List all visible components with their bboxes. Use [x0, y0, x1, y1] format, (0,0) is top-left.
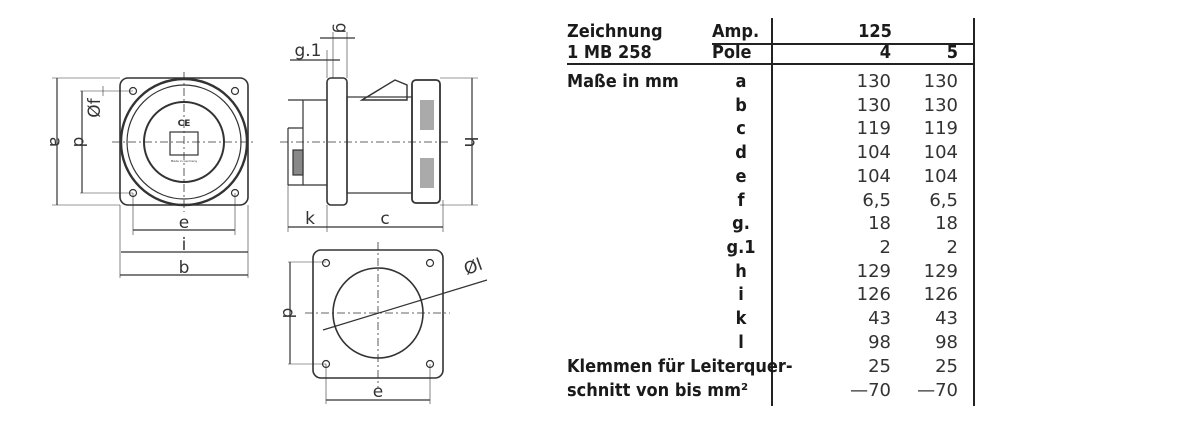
drawing-number: 1 MB 258: [567, 42, 652, 63]
dimension-key: l: [738, 331, 744, 353]
dim-label-f: Øf: [85, 97, 105, 117]
dimension-key: e: [735, 165, 747, 187]
dimension-key: g.1: [726, 236, 756, 258]
dimensions-label: Maße in mm: [567, 71, 679, 92]
value-5-pole: 130: [923, 94, 958, 116]
dim-label-b: b: [179, 258, 190, 278]
value-5-pole: 43: [935, 308, 958, 329]
value-4-pole: 2: [879, 236, 891, 258]
terminals-from-5: 25: [935, 356, 958, 377]
dim-label-d: d: [69, 137, 89, 148]
amp-value: 125: [858, 21, 892, 42]
value-5-pole: 119: [923, 118, 958, 140]
value-4-pole: 130: [856, 94, 891, 116]
dim-label-l: Øl: [461, 255, 485, 280]
dimension-key: a: [735, 71, 747, 92]
pole-5: 5: [946, 42, 958, 63]
dimension-key: h: [735, 260, 747, 282]
value-5-pole: 126: [923, 284, 958, 306]
value-4-pole: 119: [856, 118, 891, 140]
dim-label-d-cutout: d: [278, 308, 298, 319]
table-right-border: [973, 18, 975, 406]
terminals-from-4: 25: [868, 356, 891, 377]
dim-label-e: e: [179, 213, 189, 233]
terminals-label-2: schnitt von bis mm²: [567, 380, 749, 401]
value-5-pole: 2: [946, 236, 958, 258]
value-4-pole: 6,5: [862, 189, 891, 211]
terminals-to-4: —70: [850, 380, 891, 401]
value-4-pole: 130: [856, 71, 891, 92]
dimension-key: b: [735, 94, 747, 116]
dimension-key: i: [738, 284, 744, 306]
technical-drawing: a d Øf CE Made in Germany e i b g g.1 h …: [45, 23, 488, 404]
pole-label: Pole: [712, 42, 752, 63]
ce-mark: CE: [178, 119, 191, 129]
value-5-pole: 18: [935, 213, 958, 235]
front-view: a d Øf CE Made in Germany e i b: [45, 72, 256, 278]
dim-label-i: i: [182, 235, 187, 255]
cutout-view: d e Øl: [278, 242, 488, 404]
terminals-to-5: —70: [917, 380, 958, 401]
terminals-label-1: Klemmen für Leiterquer-: [567, 356, 793, 377]
value-5-pole: 129: [923, 260, 958, 282]
value-5-pole: 98: [935, 331, 958, 353]
value-5-pole: 6,5: [929, 189, 958, 211]
drawing-label: Zeichnung: [567, 21, 663, 42]
dim-label-g: g: [331, 23, 351, 34]
dimension-key: d: [735, 142, 747, 164]
made-in-label: Made in Germany: [171, 159, 198, 163]
value-4-pole: 98: [868, 331, 891, 353]
table-divider: [771, 18, 773, 406]
value-4-pole: 126: [856, 284, 891, 306]
amp-label: Amp.: [712, 21, 760, 42]
value-4-pole: 18: [868, 213, 891, 235]
value-4-pole: 104: [856, 142, 891, 164]
value-5-pole: 104: [923, 165, 958, 187]
value-4-pole: 104: [856, 165, 891, 187]
dim-label-g1: g.1: [294, 41, 321, 61]
value-5-pole: 130: [923, 71, 958, 92]
dim-label-c: c: [380, 209, 389, 229]
dimension-key: g.: [732, 213, 750, 235]
dim-label-h: h: [460, 137, 480, 148]
side-view: g g.1 h k c: [280, 23, 480, 232]
dimension-key: k: [735, 308, 747, 329]
dimension-key: f: [737, 189, 745, 211]
amp-underline: [712, 43, 975, 45]
value-5-pole: 104: [923, 142, 958, 164]
value-4-pole: 43: [868, 308, 891, 329]
dim-label-k: k: [305, 209, 315, 229]
value-4-pole: 129: [856, 260, 891, 282]
dimension-key: c: [736, 118, 746, 140]
dim-label-e-cutout: e: [373, 382, 383, 402]
pole-4: 4: [879, 42, 891, 63]
dim-label-a: a: [45, 137, 65, 147]
header-underline: [567, 63, 975, 65]
